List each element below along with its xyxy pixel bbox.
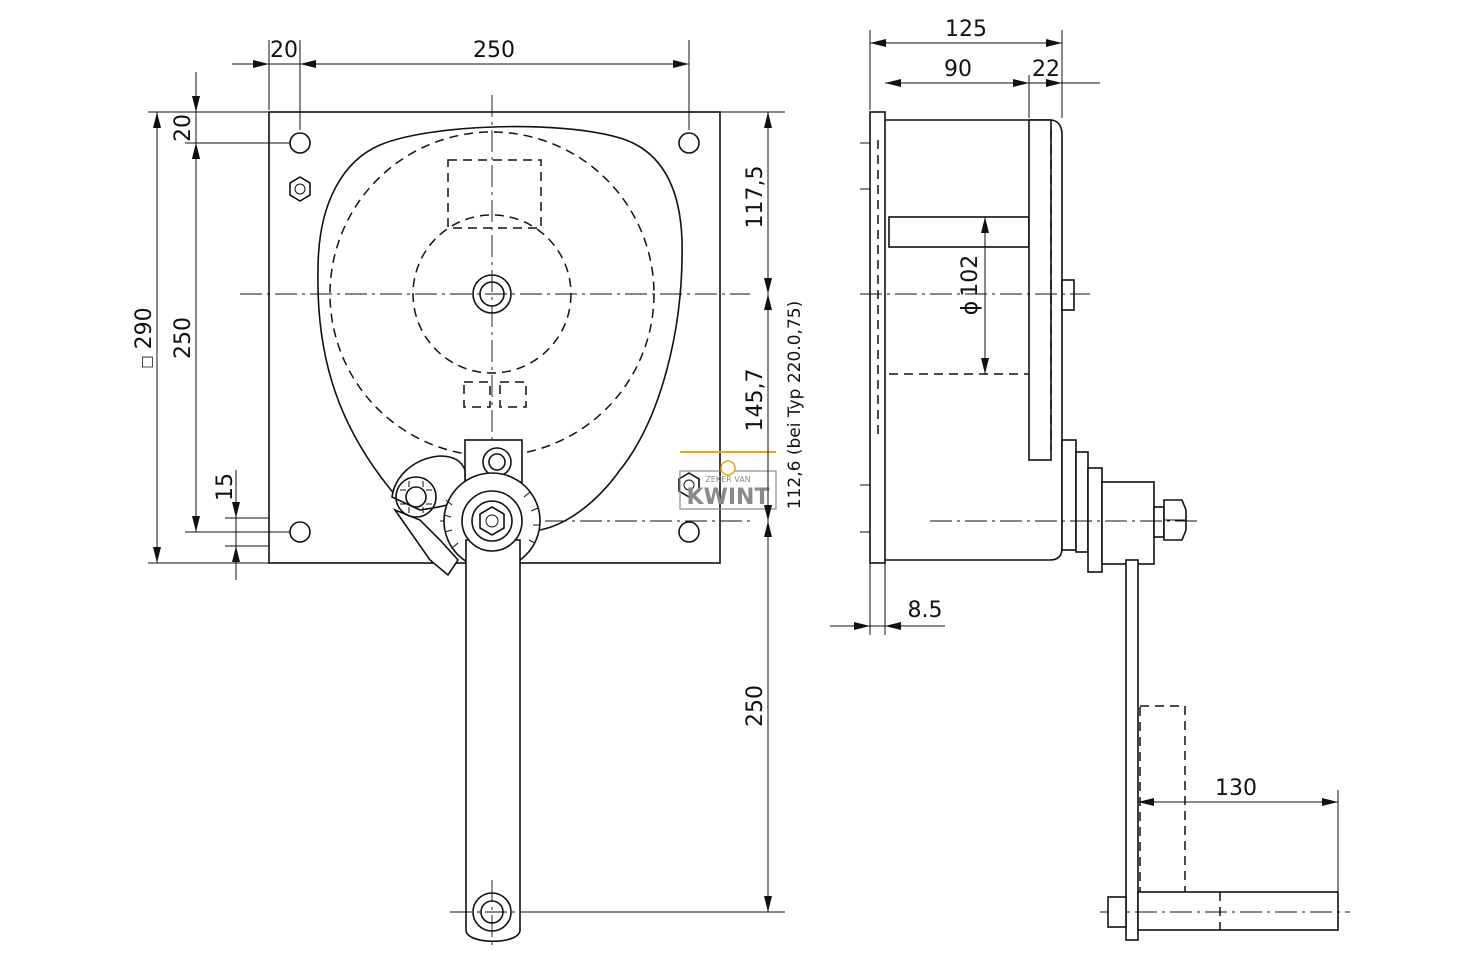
side-view: 125 90 22 ϕ 102 [830, 17, 1350, 941]
dim-side-125: 125 [869, 17, 1063, 118]
side-handle-grip-upright [1139, 705, 1186, 907]
side-handle-grip [1137, 891, 1339, 931]
dim-side-130: 130 [1137, 776, 1339, 892]
square-symbol: □ [139, 355, 155, 368]
dim-top-20-label: 20 [270, 38, 298, 63]
dim-side-8-5-label: 8.5 [908, 598, 943, 623]
dim-left-250: 250 [171, 143, 200, 532]
dim-right-145-7: 145,7 112,6 (bei Typ 220.0,75) [743, 294, 805, 521]
mounting-hole-bottom-left [289, 521, 311, 543]
dim-left-250-label: 250 [171, 317, 196, 359]
side-crank-assembly [930, 439, 1350, 941]
dim-side-diameter-102: ϕ 102 [958, 217, 989, 374]
logo-tagline: ZEKER VAN [705, 475, 750, 484]
side-drum-hub [888, 216, 1030, 248]
mounting-hole-top-left [289, 132, 311, 154]
svg-text:ϕ102: ϕ 102 [958, 255, 983, 316]
crank-handle-front [450, 490, 720, 945]
dim-right-117-5: 117,5 [743, 112, 772, 294]
hex-nut-top-left [289, 176, 311, 202]
hidden-slot-top [447, 159, 542, 229]
dim-side-22-label: 22 [1032, 57, 1060, 82]
dim-right-typ-note: 112,6 (bei Typ 220.0,75) [785, 301, 805, 509]
dim-side-22: 22 [1029, 57, 1100, 87]
dim-top-250: 250 [300, 38, 690, 130]
dim-right-117-5-label: 117,5 [743, 166, 768, 229]
dim-side-102-label: 102 [958, 255, 983, 297]
kwint-logo: ZEKER VAN KWINT [679, 451, 777, 510]
winch-housing [317, 125, 683, 531]
side-drum-flange [1028, 119, 1052, 461]
pawl-wheel-icon [395, 476, 437, 518]
logo-brand: KWINT [687, 485, 770, 510]
dim-top-20: 20 [232, 38, 336, 130]
dim-top-250-label: 250 [473, 38, 515, 63]
dim-right-145-7-label: 145,7 [743, 369, 768, 432]
dim-right-250: 250 [743, 521, 772, 912]
side-housing [885, 119, 1063, 561]
hidden-slot-lower-right [499, 381, 527, 408]
dim-left-290-label: 290 [132, 307, 157, 349]
front-view: ZEKER VAN KWINT 20 250 [132, 38, 805, 945]
dim-left-15-label: 15 [213, 473, 238, 501]
dim-left-15: 15 [213, 470, 240, 580]
dim-right-250-label: 250 [743, 685, 768, 727]
dim-left-20-label: 20 [171, 114, 196, 142]
hidden-slot-lower-left [463, 381, 491, 408]
side-crank-arm [1125, 559, 1139, 941]
dim-left-290: □ 290 [132, 112, 161, 563]
mounting-hole-top-right [678, 132, 700, 154]
hex-nut-right [678, 472, 700, 498]
dim-side-90: 90 [885, 57, 1030, 118]
side-base-plate [869, 111, 886, 564]
side-shaft-stub [1061, 279, 1075, 311]
dim-side-8-5: 8.5 [830, 563, 945, 635]
dim-side-125-label: 125 [945, 17, 987, 42]
mounting-hole-bottom-right [678, 521, 700, 543]
svg-text:□290: □ 290 [132, 307, 157, 368]
dim-side-90-label: 90 [944, 57, 972, 82]
diameter-symbol: ϕ [958, 301, 983, 316]
dim-side-130-label: 130 [1215, 776, 1257, 801]
